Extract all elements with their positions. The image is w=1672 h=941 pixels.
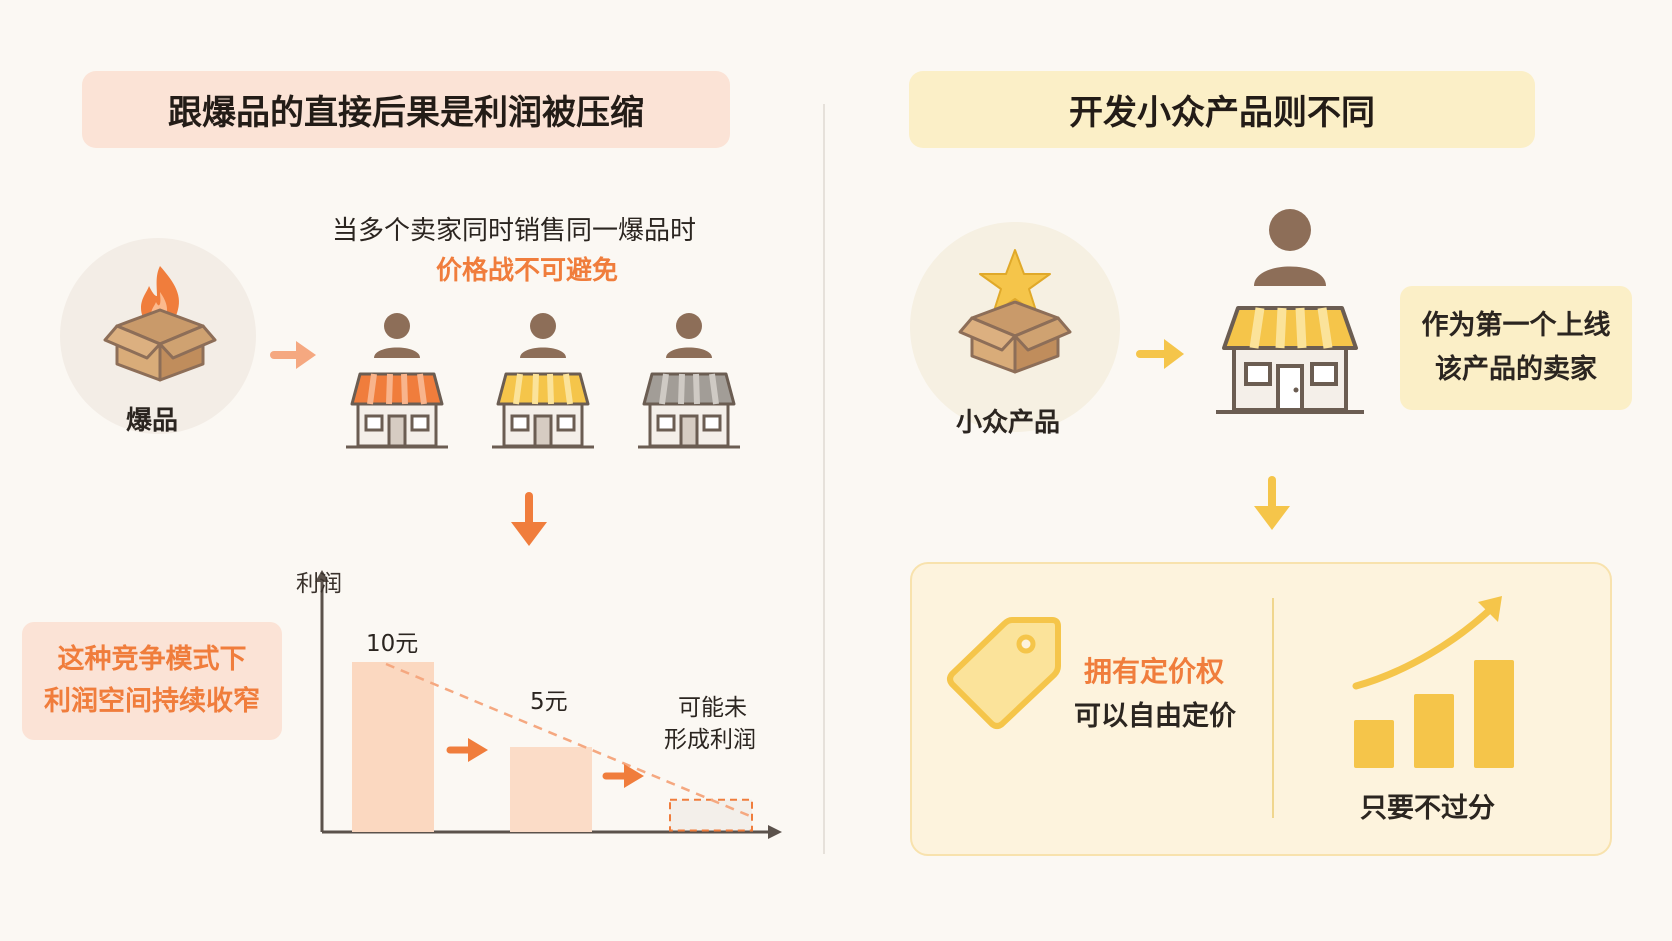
chart-ylabel: 利润 — [296, 571, 342, 597]
profit-chart — [315, 570, 782, 839]
bar-label-3-line1-text: 可能未 — [678, 695, 747, 721]
price-war-caption: 当多个卖家同时销售同一爆品时 — [332, 216, 697, 246]
price-war-highlight: 价格战不可避免 — [436, 256, 619, 286]
star-box-icon — [958, 249, 1072, 374]
chart-arrow-2-head — [624, 764, 644, 788]
arrow-right-icon — [270, 341, 316, 369]
chart-arrow-1-head — [468, 738, 488, 762]
hot-box-icon — [103, 266, 217, 382]
left-banner: 跟爆品的直接后果是利润被压缩 — [82, 71, 730, 148]
pricing-power-title: 拥有定价权 — [1084, 655, 1225, 688]
growth-label: 只要不过分 — [1360, 793, 1495, 824]
arrow-right-yellow-icon — [1136, 339, 1184, 369]
right-banner-title: 开发小众产品则不同 — [1069, 93, 1375, 133]
first-seller-note-line2: 该产品的卖家 — [1435, 354, 1597, 385]
hot-product-label: 爆品 — [126, 406, 179, 436]
left-banner-title: 跟爆品的直接后果是利润被压缩 — [168, 93, 644, 133]
chart-x-axis-arrow — [768, 825, 782, 839]
chart-bar-2 — [510, 747, 592, 832]
pricing-panel-divider — [1272, 598, 1274, 818]
arrow-down-icon — [511, 492, 547, 546]
bar-label-3-line2: 形成利润 — [664, 727, 756, 753]
growth-chart-icon — [1352, 596, 1514, 768]
store-yellow-icon — [492, 313, 594, 449]
chart-trend-line — [385, 662, 755, 819]
competition-note-line1: 这种竞争模式下 — [57, 644, 247, 675]
niche-product-label: 小众产品 — [956, 408, 1061, 438]
chart-y-axis-arrow — [315, 570, 329, 582]
store-gray-icon — [638, 313, 740, 449]
bar-label-1: 10元 — [366, 631, 419, 657]
arrow-down-yellow-icon — [1254, 476, 1290, 530]
first-seller-note-line1: 作为第一个上线 — [1421, 310, 1611, 341]
competition-note-line2: 利润空间持续收窄 — [44, 686, 260, 717]
chart-bar-1 — [352, 662, 434, 832]
chart-bar-3 — [669, 798, 753, 832]
competition-note: 这种竞争模式下 利润空间持续收窄 — [22, 622, 282, 740]
first-seller-store-icon — [1216, 209, 1364, 414]
store-orange-icon — [346, 313, 448, 449]
pricing-power-sub: 可以自由定价 — [1074, 701, 1236, 732]
bar-label-3-line1: 可能未 — [678, 688, 747, 722]
center-divider — [823, 104, 825, 854]
bar-label-2: 5元 — [530, 689, 568, 715]
right-banner: 开发小众产品则不同 — [909, 71, 1535, 148]
first-seller-note: 作为第一个上线 该产品的卖家 — [1400, 286, 1632, 410]
price-tag-icon — [947, 617, 1061, 729]
